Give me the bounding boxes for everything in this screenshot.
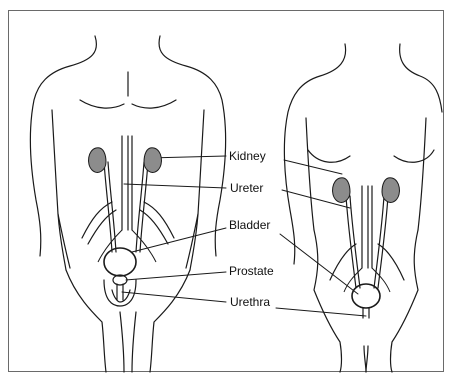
female-urinary-organs	[346, 186, 388, 318]
female-left-kidney	[333, 178, 350, 203]
male-right-kidney	[144, 148, 161, 173]
male-urinary-organs	[104, 136, 148, 306]
kidney-label: Kidney	[229, 149, 266, 163]
female-figure	[284, 44, 442, 372]
male-pelvic-vessels	[98, 230, 390, 292]
leader-lines	[122, 156, 366, 316]
female-right-kidney	[382, 178, 399, 203]
urethra-label: Urethra	[230, 295, 270, 309]
bladder-label: Bladder	[229, 218, 270, 232]
male-left-kidney	[89, 148, 106, 173]
ureter-label: Ureter	[230, 181, 263, 195]
prostate-label: Prostate	[229, 264, 274, 278]
